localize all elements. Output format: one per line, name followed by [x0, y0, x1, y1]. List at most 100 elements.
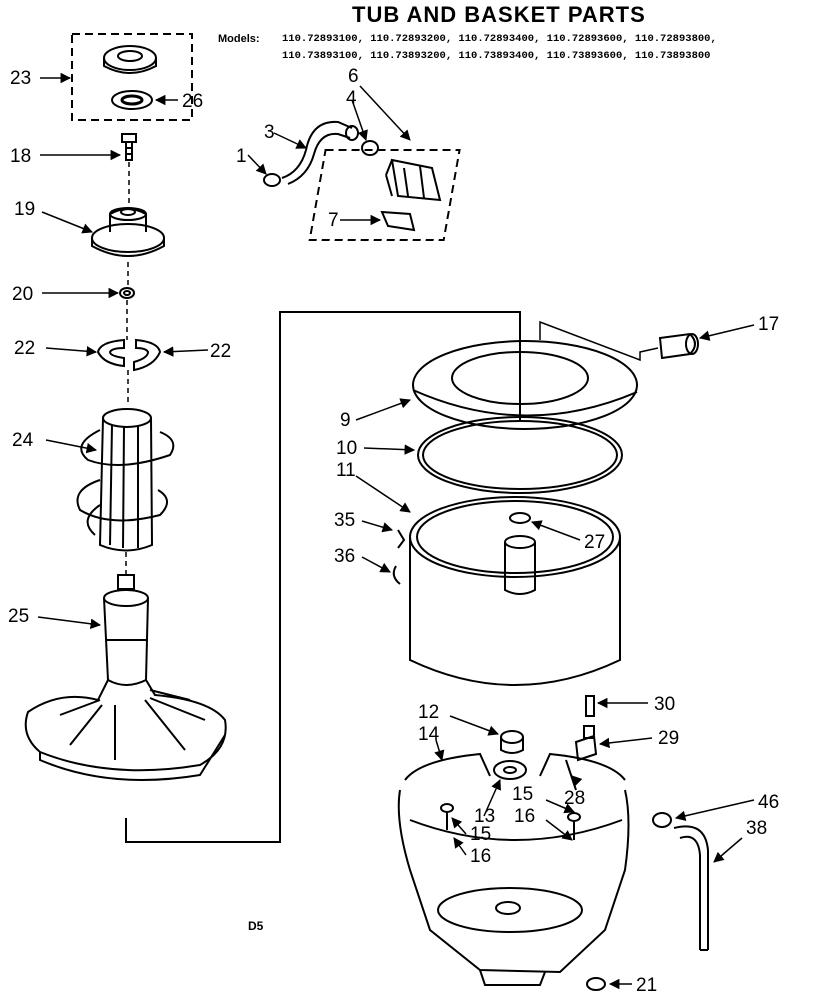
callout-16-left: 16: [470, 846, 491, 867]
part-17-cap: [658, 332, 699, 360]
callout-9: 9: [340, 410, 351, 431]
callout-27: 27: [584, 532, 605, 553]
callout-1: 1: [236, 146, 247, 167]
callout-14: 14: [418, 724, 440, 745]
part-20-nut: [119, 287, 135, 299]
models-list-line-2: 110.73893100, 110.73893200, 110.73893400…: [282, 50, 711, 62]
callout-22-right: 22: [210, 341, 231, 362]
page-title: TUB AND BASKET PARTS: [352, 2, 646, 27]
leader-16-left: [453, 837, 467, 856]
leader-16-right: [545, 819, 573, 841]
leader-15-right: [545, 799, 575, 814]
leader-14: [434, 739, 445, 762]
callout-15-left: 15: [470, 824, 491, 845]
part-12-nut: [500, 730, 524, 754]
leader-29: [598, 737, 653, 749]
leader-28: [571, 775, 583, 787]
part-3-hose: [281, 120, 359, 185]
leader-11: [355, 475, 411, 513]
callout-7: 7: [328, 210, 339, 231]
part-22-clip-left: [96, 338, 125, 368]
callout-17: 17: [758, 314, 779, 335]
callout-28: 28: [564, 788, 585, 809]
leader-17: [698, 324, 755, 341]
leader-27: [531, 520, 581, 541]
part-7-clip: [380, 210, 416, 232]
callout-16-right: 16: [514, 806, 535, 827]
models-list-line-1: 110.72893100, 110.72893200, 110.72893400…: [282, 33, 717, 45]
callout-29: 29: [658, 728, 679, 749]
callout-10: 10: [336, 438, 357, 459]
part-38-drain-hose: [673, 825, 709, 951]
callout-6: 6: [348, 66, 359, 87]
leader-4: [351, 99, 368, 141]
leader-15-left: [451, 817, 467, 835]
part-15-screw-left: [440, 803, 454, 830]
leader-1: [247, 154, 267, 175]
callout-13: 13: [474, 806, 495, 827]
callout-15-right: 15: [512, 784, 533, 805]
part-36-clip: [392, 565, 401, 585]
callout-25: 25: [8, 606, 29, 627]
leader-9: [355, 398, 411, 421]
part-9-tub-ring: [412, 340, 638, 430]
callout-20: 20: [12, 284, 33, 305]
part-15-screw-right: [567, 812, 581, 840]
leader-35: [361, 520, 394, 533]
part-1-ring: [263, 173, 281, 187]
part-4-ring: [361, 140, 379, 156]
part-23-group-box: [71, 33, 193, 121]
callout-12: 12: [418, 702, 439, 723]
part-6-group-box: [308, 149, 461, 241]
part-19-agitator-cap: [91, 207, 165, 257]
callout-24: 24: [12, 430, 34, 451]
callout-36: 36: [334, 546, 355, 567]
part-29-valve: [574, 725, 598, 762]
leader-24: [45, 439, 98, 454]
part-46-clamp: [652, 812, 672, 828]
leader-13: [483, 779, 501, 817]
part-26-seal: [111, 90, 153, 110]
part-28-pin: [565, 759, 577, 791]
callout-46: 46: [758, 792, 779, 813]
part-10-gasket: [417, 416, 623, 494]
callout-35: 35: [334, 510, 355, 531]
part-11-basket: [409, 496, 621, 686]
part-35-clip: [397, 529, 406, 549]
callout-23: 23: [10, 68, 31, 89]
leader-22-right: [162, 346, 209, 357]
leader-10: [363, 444, 416, 455]
leader-19: [41, 211, 93, 234]
part-21-nut: [586, 977, 606, 991]
models-label: Models:: [218, 33, 260, 45]
callout-26: 26: [182, 91, 203, 112]
callout-21: 21: [636, 975, 657, 996]
part-22-clip-right: [133, 338, 162, 372]
leader-12: [449, 715, 499, 736]
callout-22-left: 22: [14, 338, 35, 359]
callout-3: 3: [264, 122, 275, 143]
part-14-outer-tub: [397, 752, 630, 986]
diagram-code: D5: [248, 919, 264, 933]
leader-25: [37, 616, 102, 629]
part-13-seal: [493, 760, 527, 780]
callout-4: 4: [346, 88, 357, 109]
leader-3: [273, 132, 307, 149]
part-23-cap: [103, 45, 157, 74]
part-24-agitator: [76, 408, 175, 552]
leader-22-left: [45, 346, 98, 357]
leader-36: [361, 556, 391, 573]
callout-30: 30: [654, 694, 675, 715]
callout-18: 18: [10, 146, 31, 167]
callout-38: 38: [746, 818, 767, 839]
callout-19: 19: [14, 199, 35, 220]
part-18-bolt: [121, 133, 137, 161]
leader-38: [713, 837, 743, 863]
part-6-dispenser: [385, 158, 442, 202]
part-30-plug: [585, 695, 595, 717]
assembly-connector-line: [125, 311, 521, 843]
leader-6: [359, 85, 411, 141]
part-25-hub-assembly: [24, 574, 227, 781]
leader-46: [674, 799, 755, 821]
